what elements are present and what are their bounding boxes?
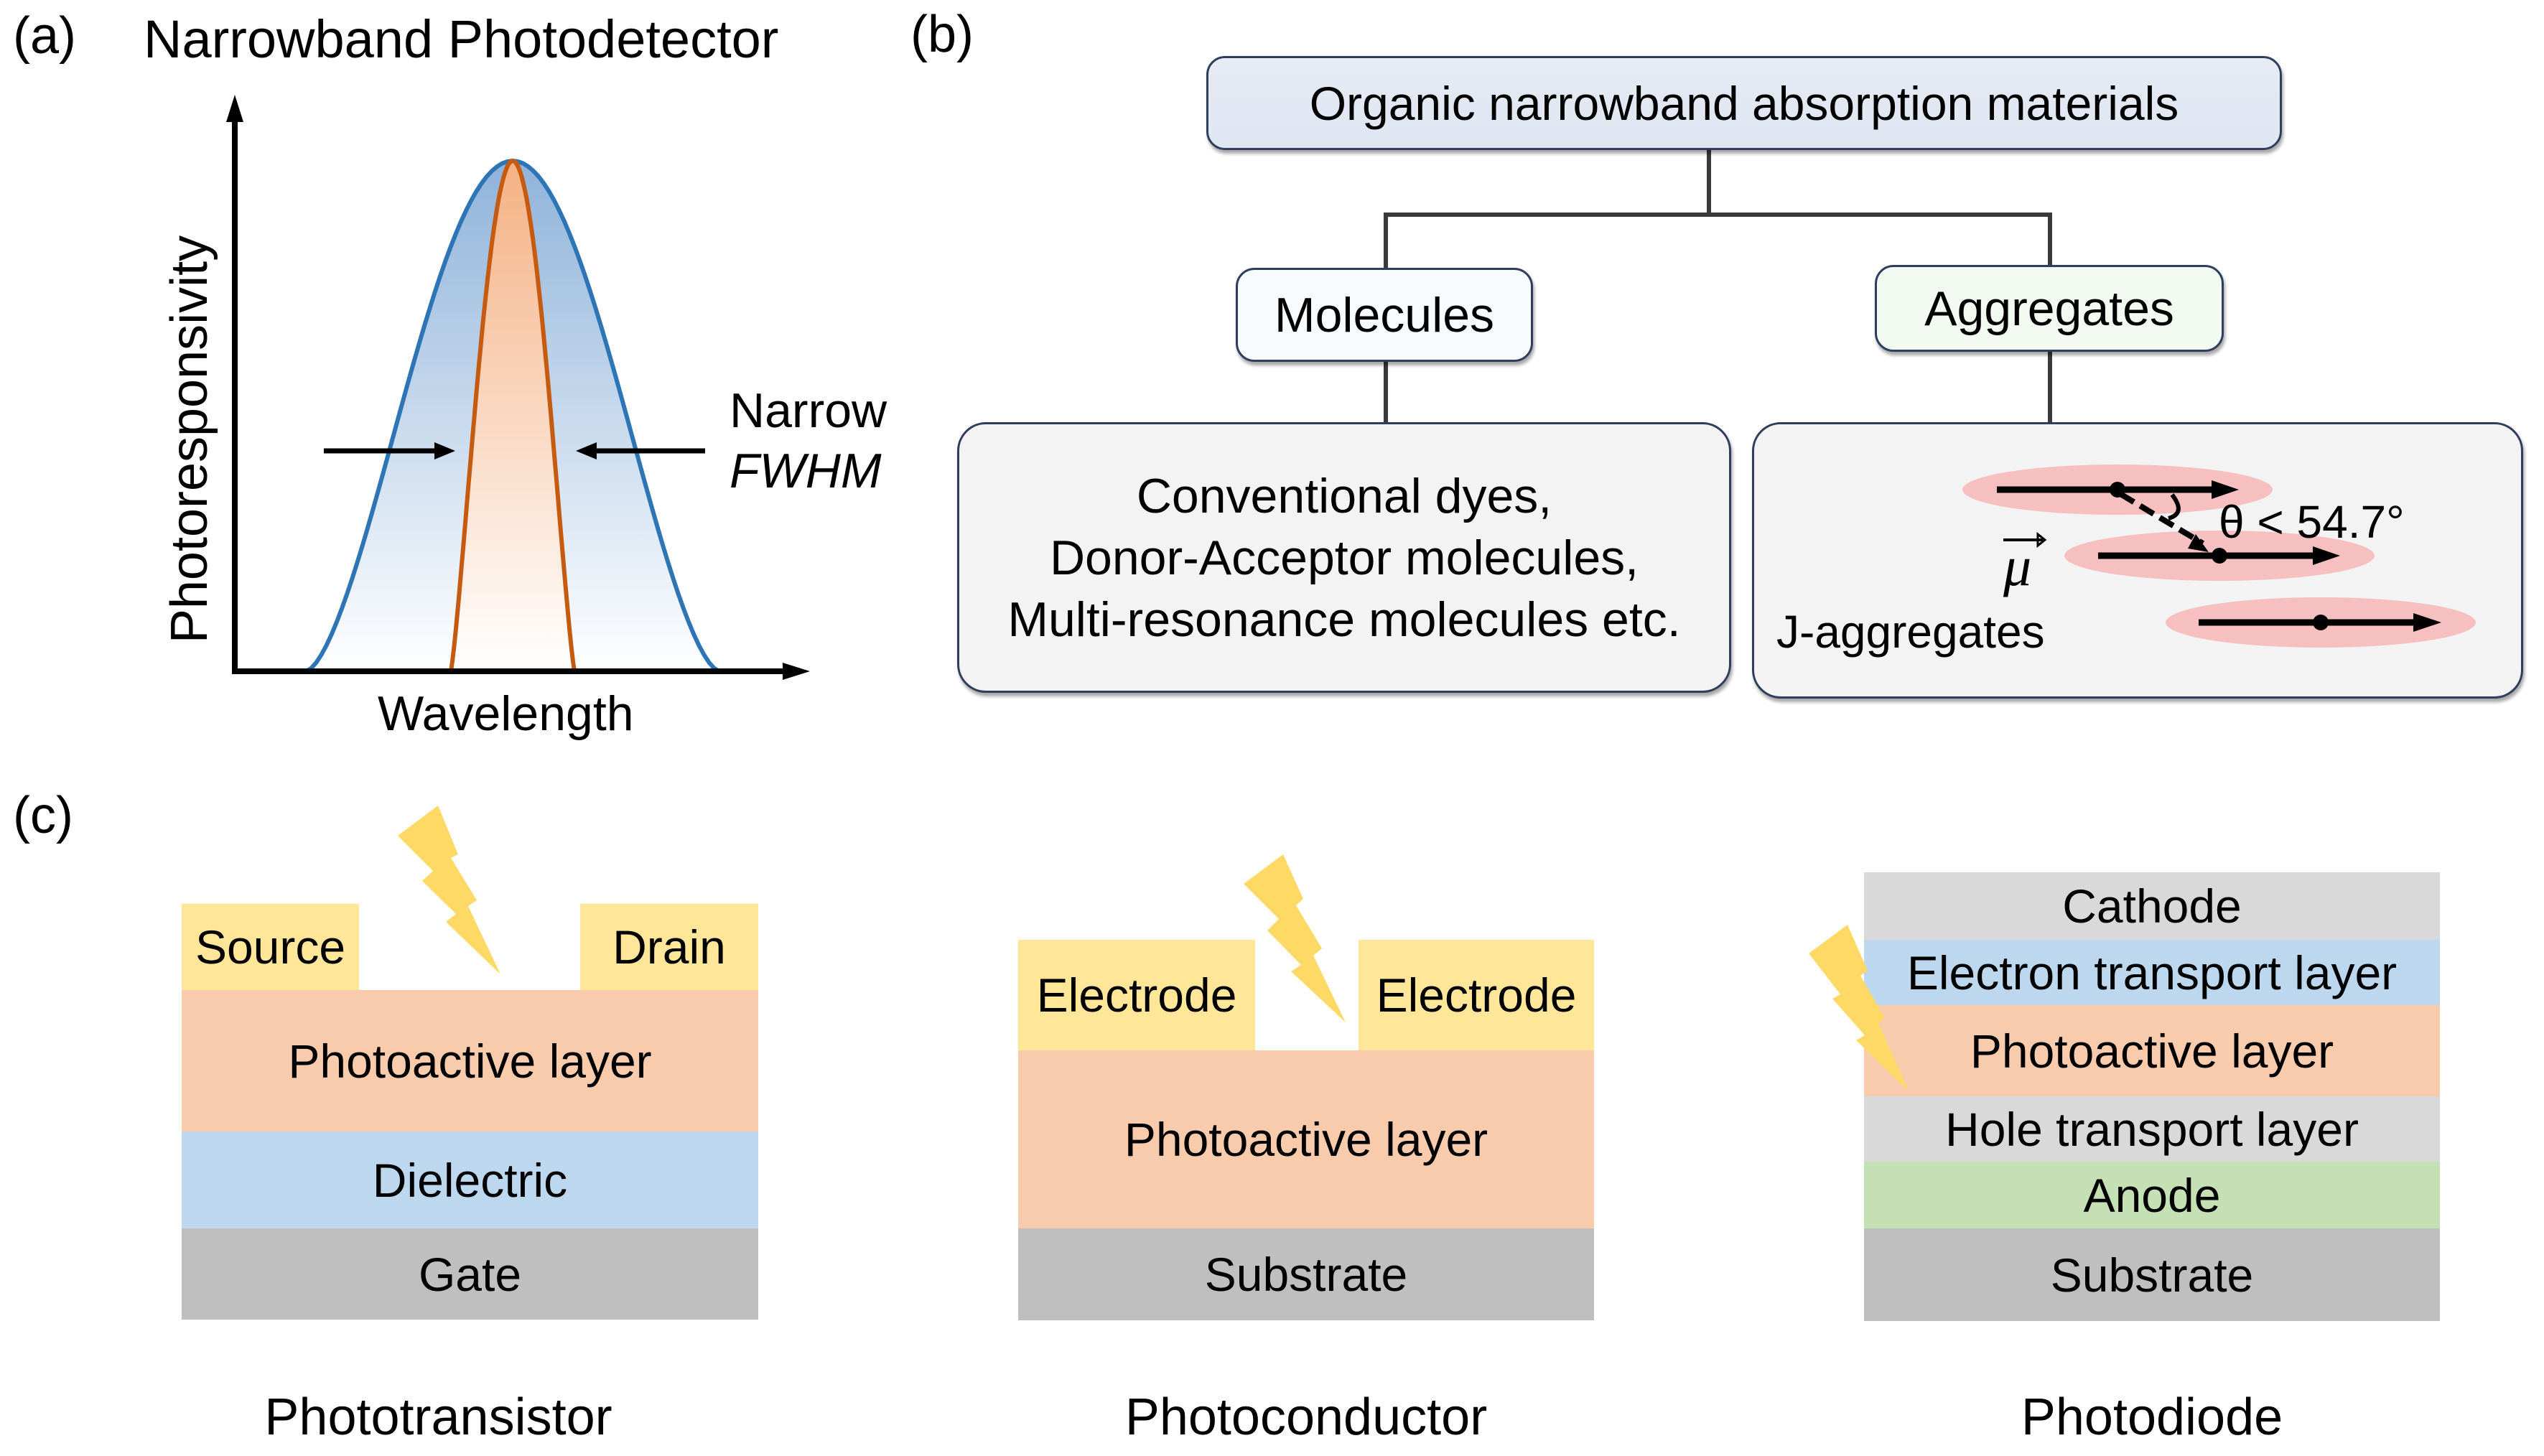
pc-photoactive-layer: Photoactive layer (1018, 1050, 1594, 1228)
x-axis-label: Wavelength (378, 686, 634, 741)
electrode-right: Electrode (1359, 940, 1594, 1050)
aggregates-node-label: Aggregates (1924, 281, 2174, 336)
x-axis-arrowhead-icon (783, 663, 810, 680)
phototransistor-title: Phototransistor (264, 1389, 612, 1446)
etl-layer: Electron transport layer (1864, 940, 2440, 1005)
j-aggregates-label: J-aggregates (1776, 606, 2045, 658)
molecule-class-1: Conventional dyes, (1136, 468, 1552, 523)
panel-b-label: (b) (910, 6, 974, 63)
pd-photoactive-layer: Photoactive layer (1864, 1005, 2440, 1096)
drain-label: Drain (612, 920, 726, 974)
electrode-right-label: Electrode (1376, 969, 1577, 1022)
molecule-class-3: Multi-resonance molecules etc. (1007, 592, 1681, 647)
etl-label: Electron transport layer (1906, 946, 2398, 999)
molecules-detail-box: Conventional dyes, Donor-Acceptor molecu… (957, 422, 1731, 693)
offset-vector-dashed (2118, 491, 2205, 546)
cathode-layer: Cathode (1864, 872, 2440, 940)
dipole-symbol: μ (2003, 535, 2032, 597)
arrowhead-right-icon (434, 442, 455, 459)
pc-photoactive-label: Photoactive layer (1124, 1113, 1488, 1166)
cathode-label: Cathode (2062, 879, 2242, 933)
vector-arrow-icon (2036, 531, 2047, 549)
panel-c-label: (c) (13, 787, 73, 844)
dipole-center-dot (2212, 548, 2227, 564)
arrowhead-icon (2188, 534, 2209, 552)
htl-layer: Hole transport layer (1864, 1096, 2440, 1162)
dielectric-layer: Dielectric (182, 1131, 758, 1228)
htl-label: Hole transport layer (1945, 1102, 2359, 1156)
pd-photoactive-label: Photoactive layer (1970, 1024, 2334, 1078)
pt-photoactive-label: Photoactive layer (288, 1034, 652, 1088)
anode-label: Anode (2083, 1168, 2221, 1222)
root-node: Organic narrowband absorption materials (1206, 56, 2282, 150)
pd-substrate-layer: Substrate (1864, 1228, 2440, 1321)
photoconductor-title: Photoconductor (1124, 1389, 1488, 1446)
fwhm-annotation-line1: Narrow (730, 383, 887, 438)
gate-layer: Gate (182, 1228, 758, 1320)
drain-contact: Drain (580, 904, 758, 990)
source-label: Source (195, 920, 346, 974)
dielectric-label: Dielectric (372, 1153, 568, 1207)
narrow-response-curve (449, 158, 577, 672)
angle-condition: θ < 54.7° (2219, 496, 2405, 548)
molecules-node-label: Molecules (1274, 287, 1495, 342)
panel-a-title: Narrowband Photodetector (144, 9, 779, 69)
anode-layer: Anode (1864, 1162, 2440, 1228)
arrowhead-icon (2313, 546, 2340, 565)
source-contact: Source (182, 904, 359, 990)
gate-label: Gate (418, 1247, 522, 1301)
fwhm-annotation-line2: FWHM (730, 444, 882, 498)
arrowhead-left-icon (576, 442, 597, 459)
angle-arc (2168, 493, 2181, 521)
electrode-left-label: Electrode (1036, 969, 1237, 1022)
pd-substrate-label: Substrate (2050, 1248, 2254, 1302)
pc-substrate-layer: Substrate (1018, 1228, 1594, 1320)
dipole-center-dot (2313, 615, 2329, 630)
light-bolt-icon (1809, 925, 1909, 1091)
aggregates-node: Aggregates (1875, 265, 2224, 352)
arrowhead-icon (2413, 613, 2441, 632)
pc-substrate-label: Substrate (1204, 1248, 1408, 1301)
light-bolt-icon (398, 806, 500, 974)
arrowhead-icon (2212, 480, 2239, 499)
electrode-left: Electrode (1018, 940, 1255, 1050)
root-node-label: Organic narrowband absorption materials (1309, 76, 2179, 130)
molecule-class-2: Donor-Acceptor molecules, (1049, 530, 1639, 585)
panel-a-label: (a) (13, 7, 76, 65)
photodiode-title: Photodiode (2021, 1389, 2283, 1446)
light-bolt-icon (1244, 854, 1346, 1022)
pt-photoactive-layer: Photoactive layer (182, 990, 758, 1131)
molecules-node: Molecules (1236, 268, 1533, 362)
y-axis-arrowhead-icon (226, 95, 243, 122)
